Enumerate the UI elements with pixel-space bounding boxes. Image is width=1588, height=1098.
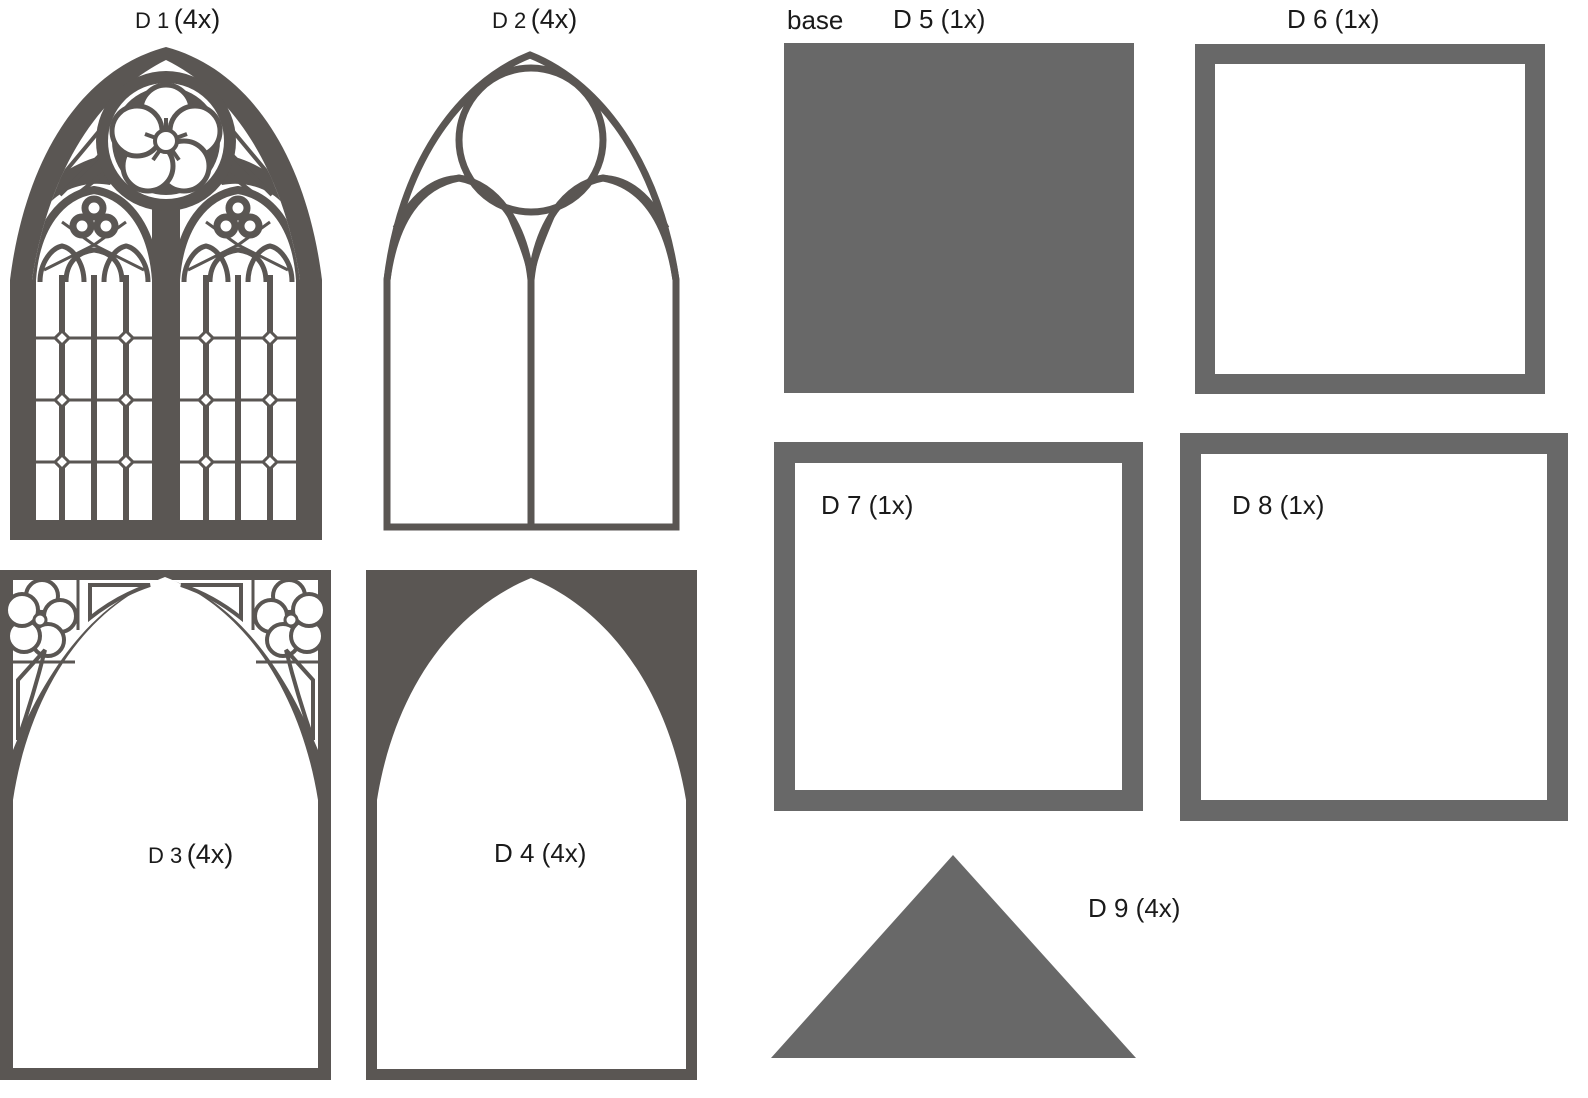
label-d1: D 1 (4x) [135,6,220,33]
label-d2-code: D 2 [492,8,527,33]
label-d3-qty: (4x) [186,839,234,869]
part-d9-triangle [771,855,1136,1058]
label-base: base [787,5,844,35]
label-d7: D 7 (1x) [821,490,914,520]
label-d8: D 8 (1x) [1232,490,1325,520]
d3-right-corner-tracery [171,578,327,750]
label-d4: D 4 (4x) [494,838,587,868]
label-d1-qty: (4x) [173,4,221,34]
part-d3-frame [0,570,331,1080]
label-d5: D 5 (1x) [893,4,986,34]
part-d6-frame [1195,44,1545,394]
part-d2-window [383,51,680,531]
part-d1-window [10,47,322,540]
label-d2: D 2 (4x) [492,6,577,33]
label-d6: D 6 (1x) [1287,4,1380,34]
part-d5-base [784,43,1134,393]
label-d3: D 3 (4x) [148,841,233,868]
label-d1-code: D 1 [135,8,170,33]
label-d3-code: D 3 [148,843,183,868]
d3-left-corner-tracery [4,578,160,750]
label-d9: D 9 (4x) [1088,893,1181,923]
part-d4-frame [366,570,697,1080]
label-d2-qty: (4x) [530,4,578,34]
